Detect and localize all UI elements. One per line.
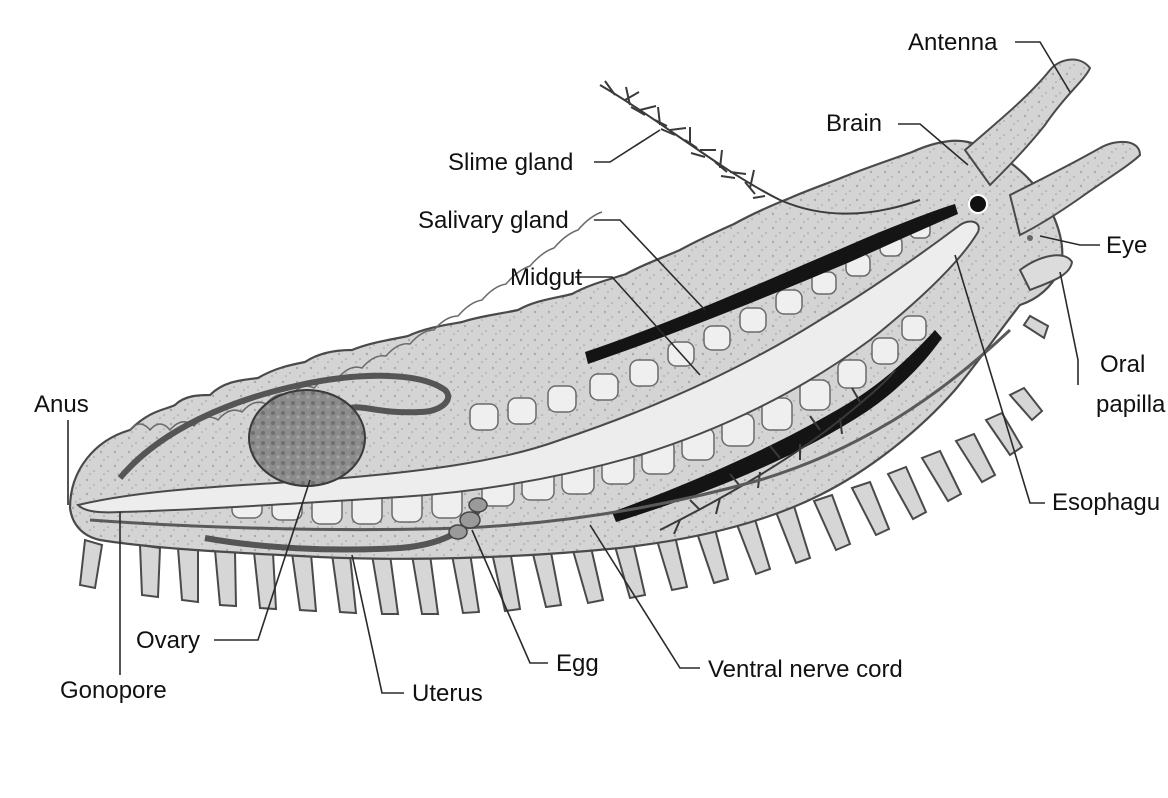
label-antenna: Antenna xyxy=(908,29,998,56)
label-salivary-gland: Salivary gland xyxy=(418,207,569,234)
segment xyxy=(838,360,866,388)
segment xyxy=(548,386,576,412)
segment xyxy=(704,326,730,350)
segment xyxy=(902,316,926,340)
label-brain: Brain xyxy=(826,110,882,137)
leg xyxy=(852,482,889,535)
leg xyxy=(412,555,438,614)
segment xyxy=(590,374,618,400)
leg xyxy=(178,548,198,602)
leg xyxy=(372,555,398,614)
leg xyxy=(215,550,236,606)
egg-shape xyxy=(449,525,467,539)
leg xyxy=(140,545,160,597)
leg xyxy=(332,554,356,613)
label-oral-papilla-line2: papilla xyxy=(1096,391,1166,418)
leg xyxy=(292,553,316,611)
segment xyxy=(800,380,830,410)
label-anus: Anus xyxy=(34,391,89,418)
leg xyxy=(956,434,995,482)
segment xyxy=(508,398,536,424)
segment xyxy=(470,404,498,430)
leg xyxy=(452,553,479,613)
leg xyxy=(532,547,561,607)
egg-shape xyxy=(469,498,487,512)
label-gonopore: Gonopore xyxy=(60,677,167,704)
eye-shape xyxy=(969,195,987,213)
leg xyxy=(1024,316,1048,338)
segment xyxy=(630,360,658,386)
segment xyxy=(872,338,898,364)
leg xyxy=(776,506,810,563)
label-oral-papilla-line1: Oral xyxy=(1100,351,1145,378)
leg xyxy=(888,467,926,519)
label-ventral-nerve-cord: Ventral nerve cord xyxy=(708,656,903,683)
leader-slime-gland xyxy=(594,130,660,162)
leg xyxy=(922,451,961,501)
label-esophagus: Esophagu xyxy=(1052,489,1160,516)
leg xyxy=(254,552,276,609)
leg xyxy=(492,550,520,611)
ovary-shape xyxy=(249,390,365,486)
segment xyxy=(776,290,802,314)
antenna-right xyxy=(1010,142,1140,235)
label-uterus: Uterus xyxy=(412,680,483,707)
leg xyxy=(814,495,850,550)
leg xyxy=(80,540,102,588)
segment xyxy=(740,308,766,332)
label-egg: Egg xyxy=(556,650,599,677)
oral-papilla-spots xyxy=(1027,235,1033,241)
label-ovary: Ovary xyxy=(136,627,200,654)
label-slime-gland: Slime gland xyxy=(448,149,573,176)
leg xyxy=(1010,388,1042,420)
label-eye: Eye xyxy=(1106,232,1147,259)
label-midgut: Midgut xyxy=(510,264,582,291)
leader-oral-papilla xyxy=(1060,272,1078,385)
